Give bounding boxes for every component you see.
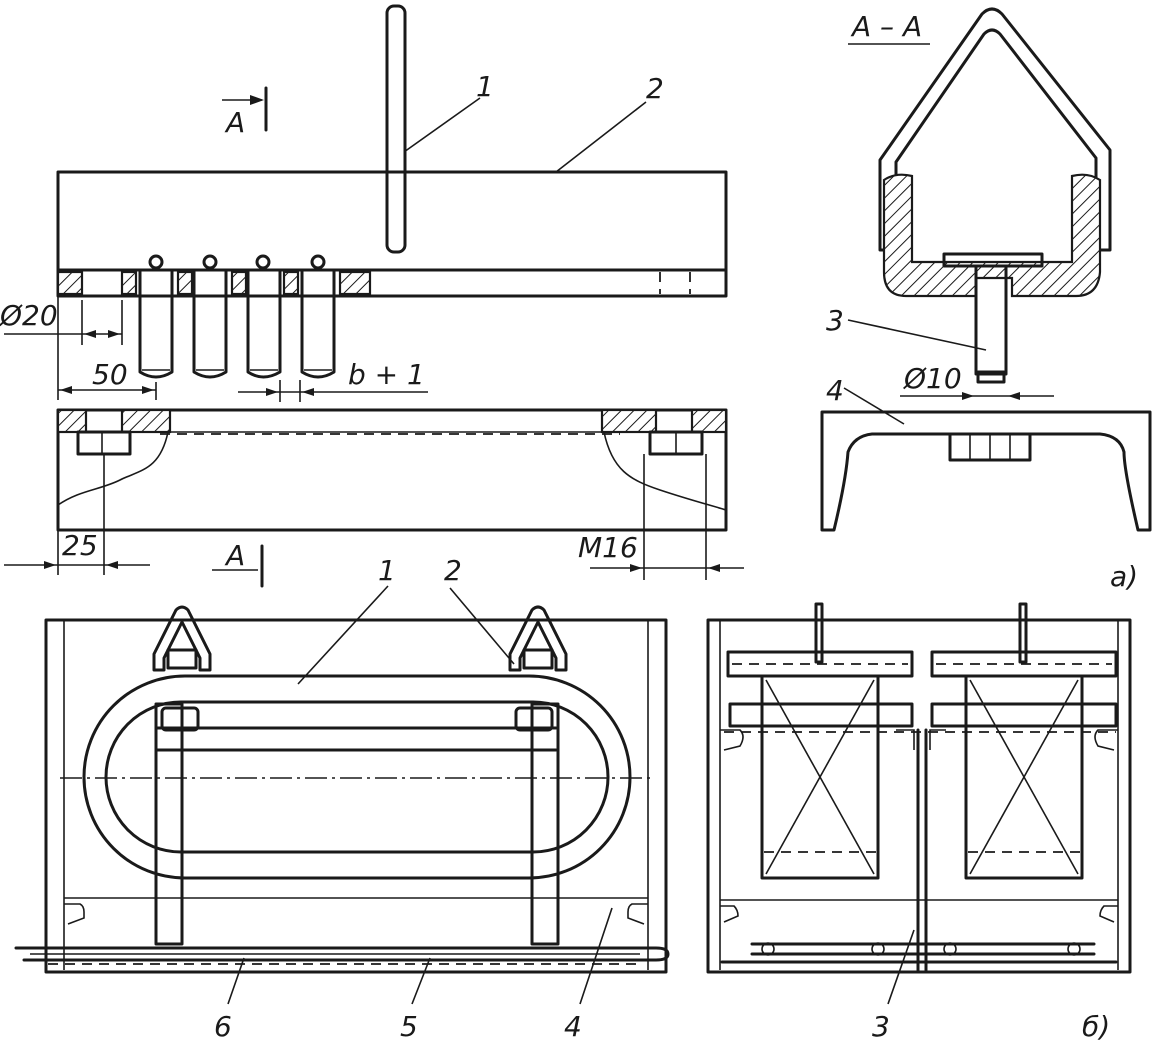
drilled-plate [56,268,728,298]
view-b-left: 1 2 6 5 4 [14,554,670,1043]
part-label-1-bottom: 1 [378,554,396,587]
pins [138,254,336,379]
part-label-2-bottom: 2 [444,554,462,587]
tank-right [706,618,1132,974]
dim-25: 25 [62,529,98,562]
part-label-4-bottom: 4 [564,1010,582,1043]
caption-a: a) [1110,560,1138,593]
part-label-2-top: 2 [646,72,664,105]
oval-ring-part-1 [82,674,632,880]
part-label-5: 5 [400,1010,418,1043]
dim-diameter-10: Ø10 [903,362,962,395]
dim-m16: M16 [578,531,638,564]
dim-50: 50 [92,358,128,391]
section-arrow-a-top: A [224,106,245,139]
part-label-4-top: 4 [826,374,844,407]
view-b-right: 3 б) [706,602,1132,1043]
view-a-front: Ø20 50 b + 1 2 [0,4,744,588]
part-label-6: 6 [214,1010,232,1043]
section-arrow-a-bottom: A [224,539,245,572]
part-label-1-top: 1 [476,70,494,103]
dim-b-plus-1: b + 1 [348,358,425,391]
section-a-a: A – A Ø10 3 4 a) [820,7,1152,593]
dim-diameter-20: Ø20 [0,299,58,332]
caption-b: б) [1082,1010,1110,1043]
section-title: A – A [850,10,922,43]
tank-left [44,618,668,974]
base-plate [56,408,728,532]
part-label-3-bottom: 3 [872,1010,890,1043]
rod-part-1 [385,4,407,254]
part-label-3-top: 3 [826,304,844,337]
